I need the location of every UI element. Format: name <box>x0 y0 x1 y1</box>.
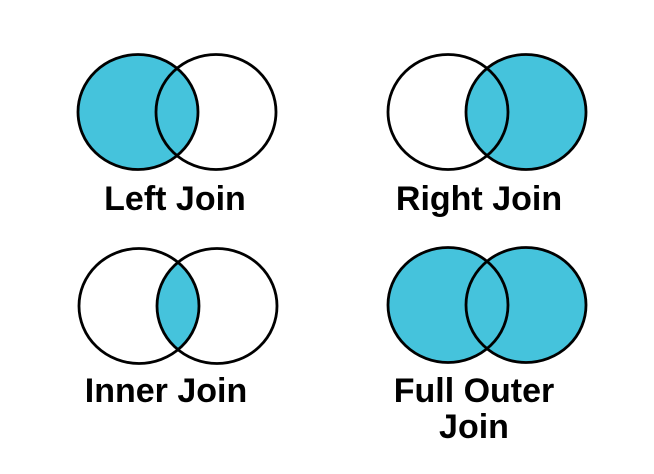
inner-join-right-circle-outline <box>155 247 279 365</box>
full-outer-join-left-circle-outline <box>386 246 510 364</box>
right-join-left-circle-outline <box>386 53 510 171</box>
full-outer-join-label: Full Outer Join <box>393 372 555 446</box>
inner-join-venn <box>77 247 279 365</box>
inner-join-intersection-fill <box>157 248 199 364</box>
right-join-right-circle-outline <box>464 53 588 171</box>
full-outer-join-venn <box>386 246 588 364</box>
left-join-left-circle-outline <box>76 53 200 171</box>
left-join-right-circle-outline <box>154 53 278 171</box>
inner-join-label: Inner Join <box>84 372 248 410</box>
full-outer-join-right-circle-outline <box>464 246 588 364</box>
left-join-left-circle-fill <box>78 54 198 170</box>
left-join-label: Left Join <box>104 180 246 218</box>
full-outer-join-right-circle-fill <box>466 247 586 363</box>
inner-join-left-circle-outline <box>77 247 201 365</box>
left-join-venn <box>76 53 278 171</box>
right-join-label: Right Join <box>395 180 563 218</box>
right-join-venn <box>386 53 588 171</box>
right-join-right-circle-fill <box>466 54 586 170</box>
